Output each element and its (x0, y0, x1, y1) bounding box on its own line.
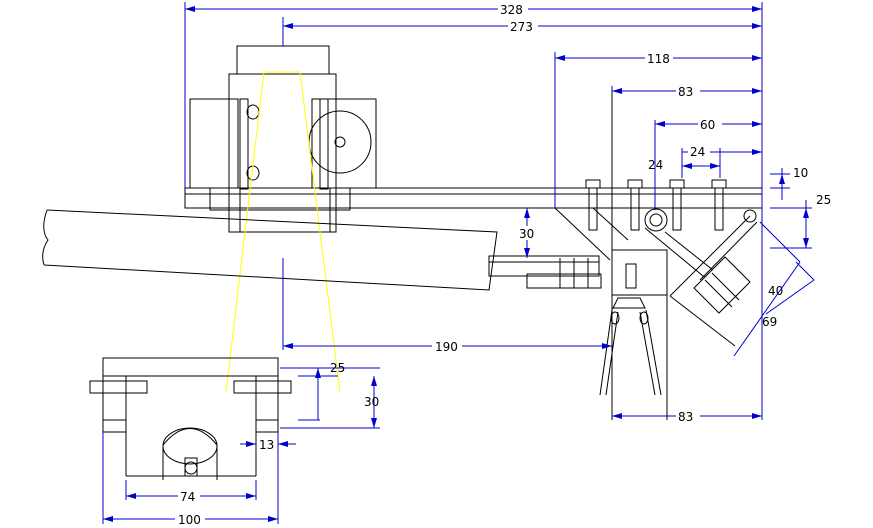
dimension-arrows (103, 6, 809, 522)
main-plate (184, 187, 763, 209)
dim-328: 328 (500, 3, 523, 17)
dim-25-detail: 25 (330, 361, 345, 375)
dim-60: 60 (700, 118, 715, 132)
dim-40: 40 (768, 284, 783, 298)
dimension-text: 328 273 118 83 60 24 24 10 25 30 40 69 1… (175, 2, 831, 527)
dim-13: 13 (259, 438, 274, 452)
dim-25-right: 25 (816, 193, 831, 207)
camera-assembly (189, 45, 377, 233)
dim-273: 273 (510, 20, 533, 34)
dim-118: 118 (647, 52, 670, 66)
dim-69: 69 (762, 315, 777, 329)
dim-100: 100 (178, 513, 201, 527)
dim-24-a: 24 (648, 158, 663, 172)
dim-30-detail: 30 (364, 395, 379, 409)
dim-24-b: 24 (690, 145, 705, 159)
dim-190: 190 (435, 340, 458, 354)
dim-74: 74 (180, 490, 195, 504)
dimension-lines (102, 2, 815, 524)
detail-view (89, 357, 292, 480)
tube (42, 209, 602, 291)
dim-10: 10 (793, 166, 808, 180)
dim-83-bottom: 83 (678, 410, 693, 424)
light-beam (225, 71, 341, 393)
dim-30-mid: 30 (519, 227, 534, 241)
right-bracket (554, 92, 758, 420)
dim-83-top: 83 (678, 85, 693, 99)
gripper (599, 297, 662, 396)
